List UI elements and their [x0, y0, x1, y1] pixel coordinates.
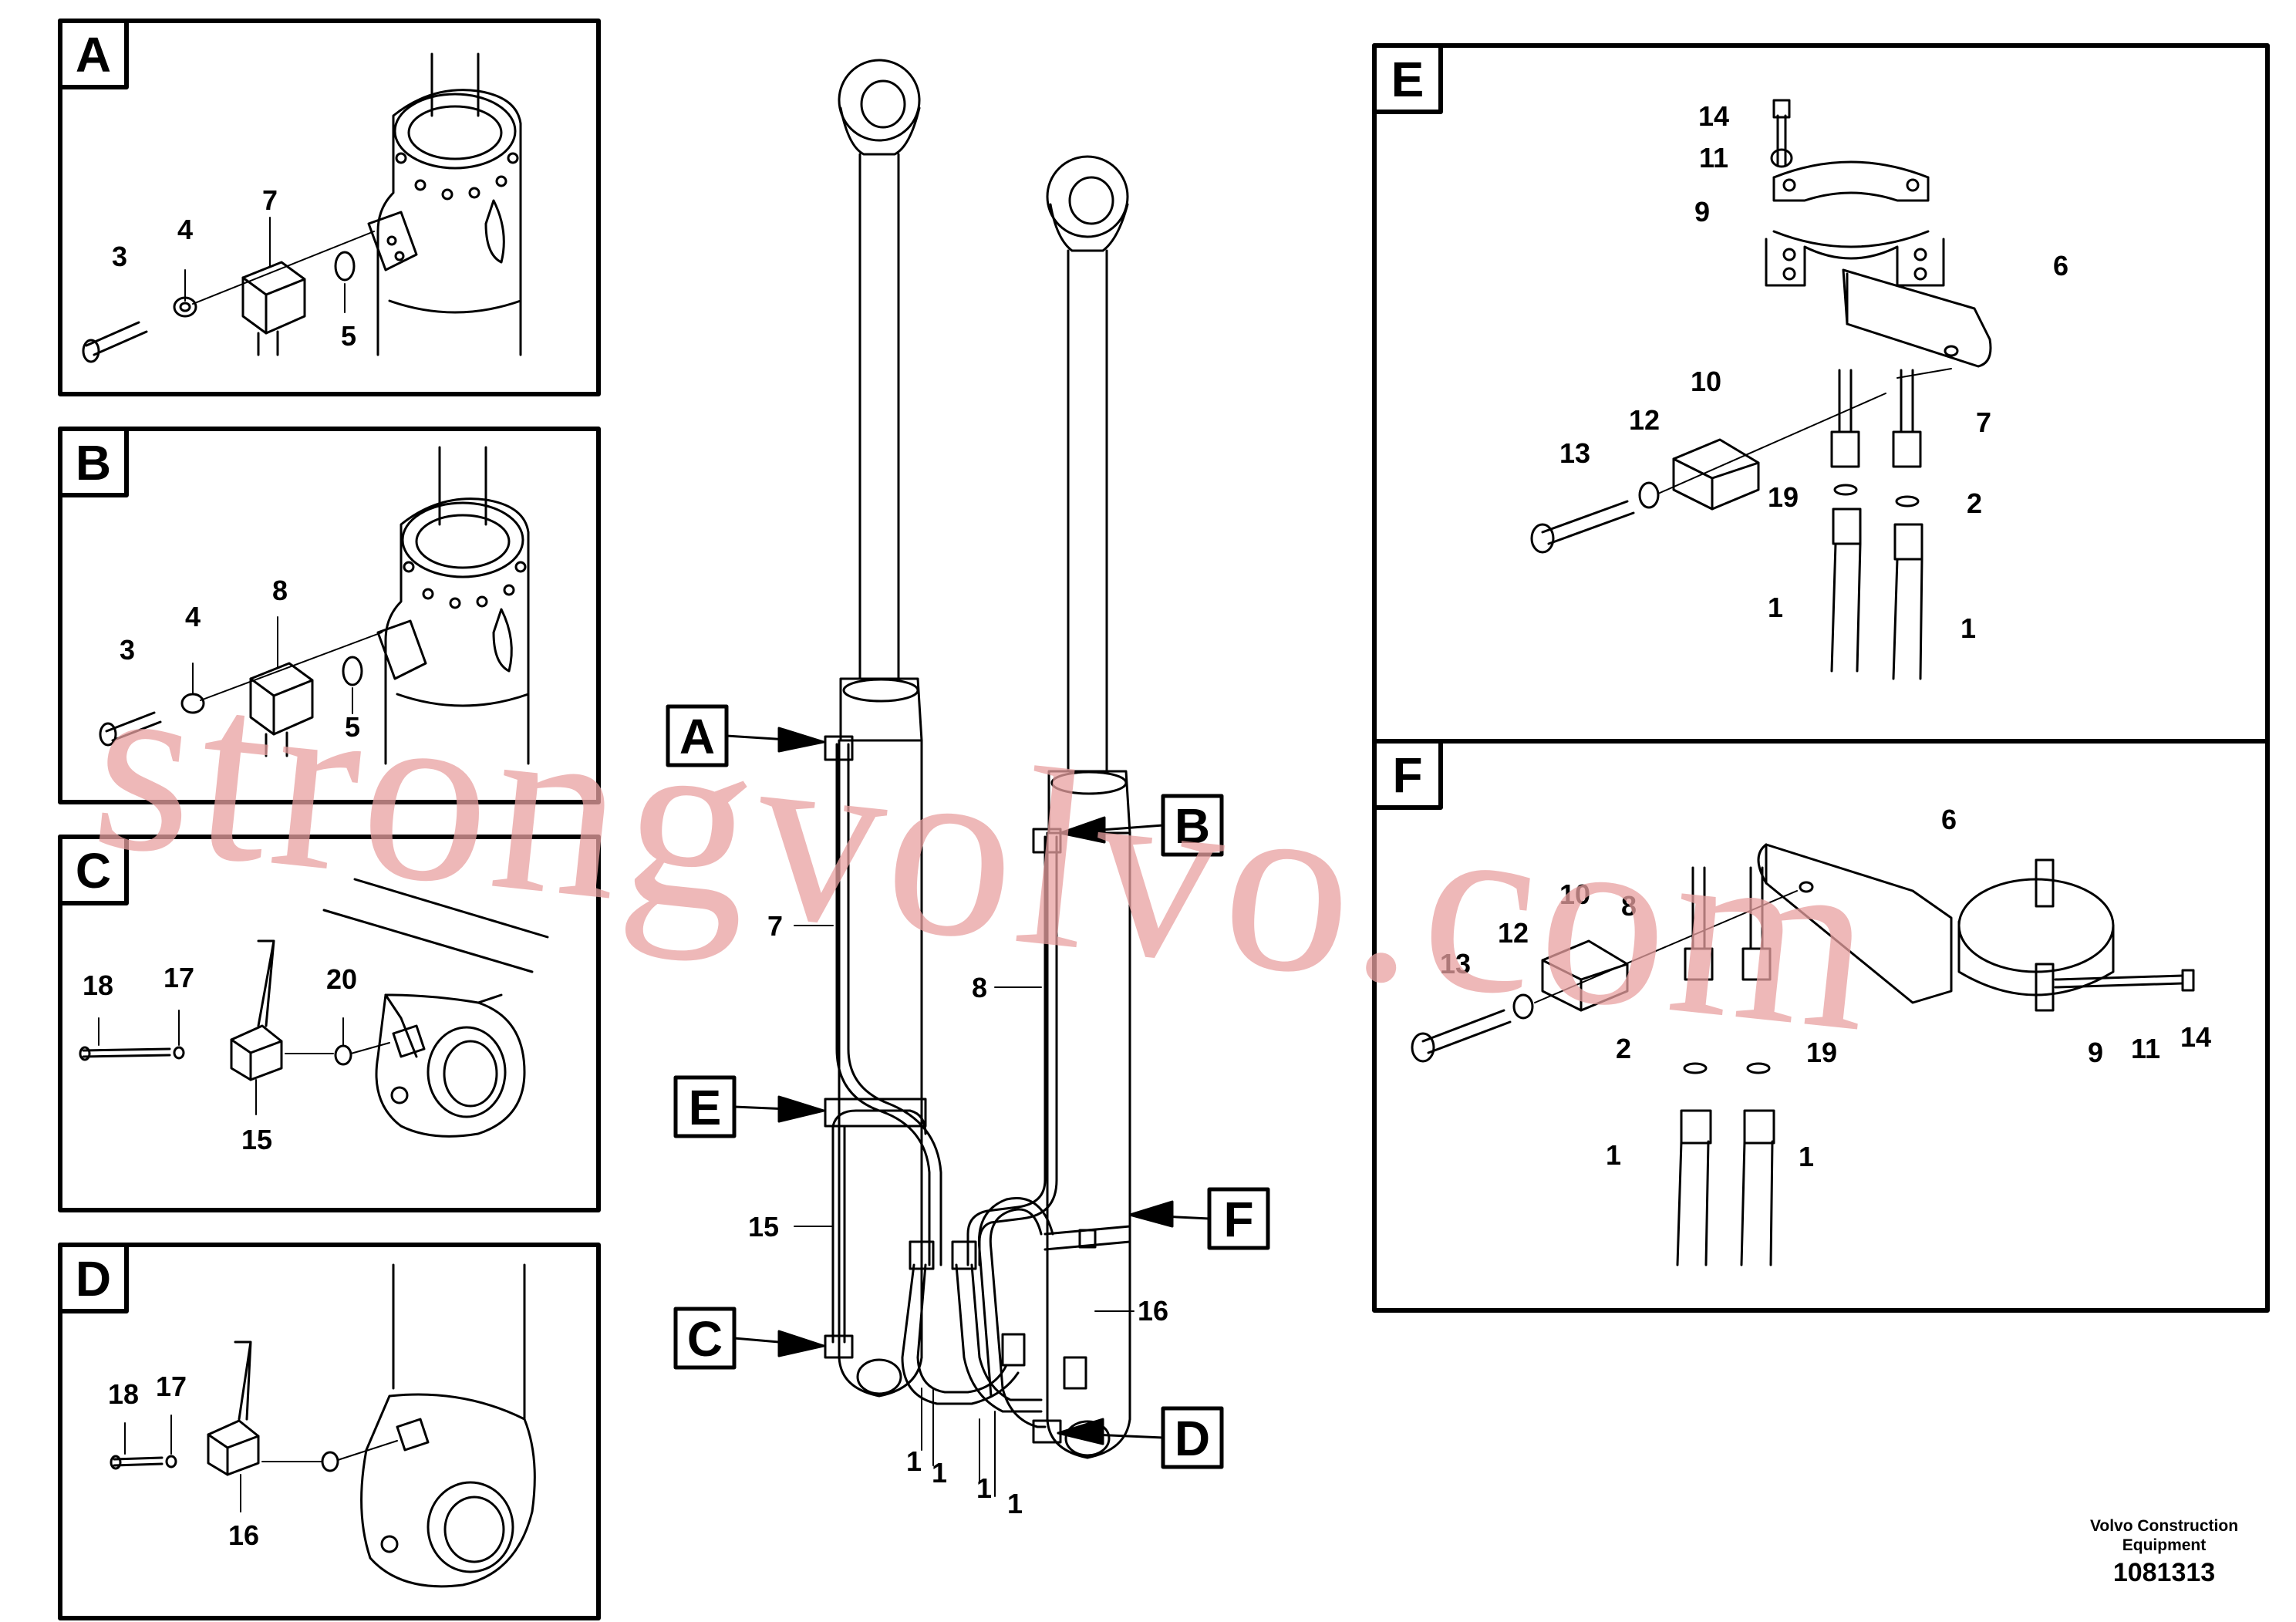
detail-box-c	[58, 835, 601, 1212]
callout-d-18: 18	[108, 1378, 139, 1410]
callout-b-4: 4	[185, 601, 201, 632]
callout-f-19: 19	[1806, 1037, 1837, 1068]
callout-main-1d: 1	[1007, 1488, 1023, 1519]
callout-c-15: 15	[241, 1124, 272, 1155]
callout-main-1b: 1	[932, 1457, 947, 1489]
box-letter-a: A	[76, 27, 111, 83]
callout-d-17: 17	[156, 1371, 187, 1402]
callout-main-16: 16	[1138, 1295, 1168, 1327]
box-letter-c: C	[76, 843, 111, 899]
detail-box-e	[1372, 43, 2270, 744]
pointer-label-b: B	[1175, 798, 1210, 854]
pointer-label-f: F	[1223, 1192, 1253, 1247]
callout-main-1a: 1	[906, 1445, 922, 1477]
callout-e-14: 14	[1698, 100, 1729, 132]
callout-a-3: 3	[112, 241, 127, 272]
callout-c-17: 17	[164, 962, 194, 993]
callout-b-5: 5	[345, 711, 360, 743]
callout-f-6: 6	[1941, 804, 1957, 835]
callout-f-1b: 1	[1799, 1141, 1814, 1172]
callout-e-10: 10	[1691, 366, 1721, 397]
callout-c-20: 20	[326, 963, 357, 995]
detail-box-a	[58, 19, 601, 396]
callout-c-18: 18	[83, 969, 113, 1001]
callout-e-9: 9	[1694, 196, 1710, 228]
footer-number: 1081313	[2113, 1558, 2215, 1587]
callout-e-2: 2	[1967, 487, 1982, 519]
pointer-label-c: C	[687, 1311, 723, 1367]
callout-main-15: 15	[748, 1211, 779, 1243]
callout-e-11: 11	[1699, 142, 1728, 174]
box-letter-b: B	[76, 435, 111, 491]
callout-f-13: 13	[1440, 948, 1471, 980]
main-assembly-view	[794, 59, 1135, 1497]
callout-f-11: 11	[2131, 1033, 2160, 1064]
callout-f-2: 2	[1616, 1033, 1631, 1064]
callout-f-9: 9	[2088, 1037, 2103, 1068]
callout-d-16: 16	[228, 1519, 259, 1551]
detail-box-f	[1372, 739, 2270, 1313]
callout-e-13: 13	[1559, 437, 1590, 469]
callout-e-6: 6	[2053, 250, 2068, 282]
callout-b-3: 3	[120, 634, 135, 666]
callout-e-12: 12	[1629, 404, 1660, 436]
callout-e-19: 19	[1768, 481, 1799, 513]
callout-e-1b: 1	[1961, 612, 1976, 644]
callout-f-14: 14	[2180, 1021, 2211, 1053]
callout-f-10: 10	[1559, 878, 1590, 910]
pointer-label-a: A	[679, 709, 715, 764]
callout-e-1a: 1	[1768, 592, 1783, 623]
main-pointers	[666, 704, 1270, 1469]
box-letter-d: D	[76, 1251, 111, 1307]
callout-f-8: 8	[1621, 890, 1637, 922]
footer-line-2: Equipment	[2122, 1536, 2207, 1554]
callout-main-8: 8	[972, 972, 987, 1003]
box-letter-f: F	[1392, 747, 1422, 803]
callout-f-1a: 1	[1606, 1139, 1621, 1171]
callout-a-4: 4	[177, 214, 193, 245]
footer-line-1: Volvo Construction	[2090, 1517, 2238, 1535]
box-letter-e: E	[1391, 52, 1424, 107]
watermark-text: strongvolvo.com	[83, 619, 1890, 1085]
callout-b-8: 8	[272, 575, 288, 606]
pointer-label-e: E	[689, 1080, 722, 1135]
callout-e-7: 7	[1976, 406, 1991, 438]
detail-box-b	[58, 427, 601, 804]
callout-main-7: 7	[767, 910, 783, 942]
callout-main-1c: 1	[976, 1472, 992, 1504]
pointer-label-d: D	[1175, 1411, 1210, 1466]
callout-f-12: 12	[1498, 917, 1529, 949]
labels: A B C D E F 3 4 7 5 3 4 8 5 18 17 20 15 …	[76, 27, 2238, 1587]
callout-a-7: 7	[262, 184, 278, 216]
detail-box-d	[58, 1243, 601, 1620]
callout-a-5: 5	[341, 320, 356, 352]
